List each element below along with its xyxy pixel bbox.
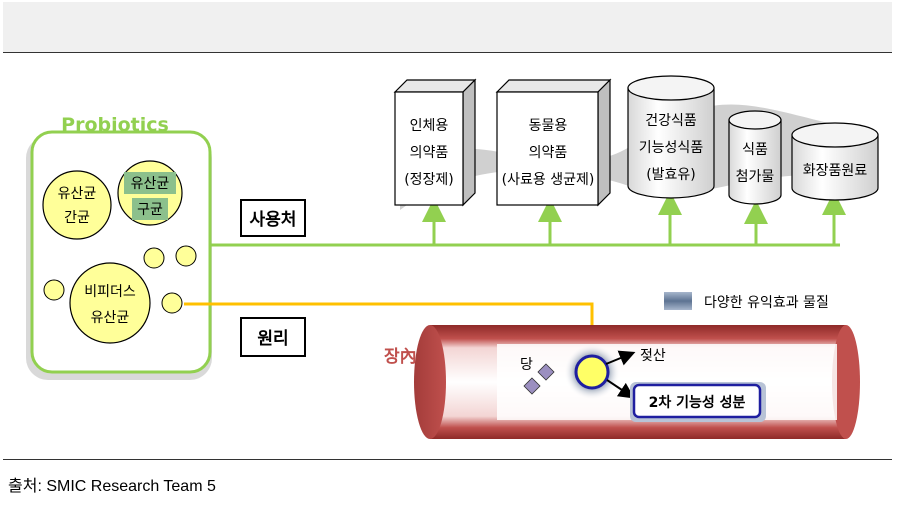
legend-swatch xyxy=(664,292,692,310)
bacillus-line1: 유산균 xyxy=(58,186,97,202)
product-cosmetic-material: 화장품원료 xyxy=(791,122,879,201)
svg-text:기능성식품: 기능성식품 xyxy=(639,140,704,156)
source-note: 출처: SMIC Research Team 5 xyxy=(8,478,216,495)
coccus-highlight xyxy=(124,172,176,194)
coccus-highlight-2 xyxy=(132,198,168,220)
secondary-box xyxy=(632,383,762,419)
bacteria-circle-bifido xyxy=(69,262,151,344)
bacteria-dot xyxy=(43,279,65,301)
svg-text:인체용: 인체용 xyxy=(410,118,449,134)
svg-text:식품: 식품 xyxy=(742,142,768,158)
svg-text:첨가물: 첨가물 xyxy=(736,169,775,185)
product-health-food: 건강식품 기능성식품 (발효유) xyxy=(627,75,715,199)
lactic-acid-label: 젖산 xyxy=(640,348,666,364)
bacteria-dot xyxy=(143,247,165,269)
coccus-line2: 구균 xyxy=(137,202,163,218)
svg-text:(정장제): (정장제) xyxy=(404,172,454,188)
svg-text:건강식품: 건강식품 xyxy=(645,113,697,129)
footer-divider xyxy=(3,459,892,460)
bifido-line2: 유산균 xyxy=(91,310,130,326)
legend-label: 다양한 유익효과 물질 xyxy=(704,295,829,311)
product-animal-medicine: 동물용 의약품 (사료용 생균제) xyxy=(495,78,612,207)
svg-text:화장품원료: 화장품원료 xyxy=(803,163,868,179)
svg-text:의약품: 의약품 xyxy=(529,145,568,161)
bacteria-circle-bacillus xyxy=(42,170,112,240)
svg-text:의약품: 의약품 xyxy=(410,145,449,161)
bifido-line1: 비피더스 xyxy=(84,284,136,300)
sugar-label: 당 xyxy=(520,357,533,373)
sugar-diamond xyxy=(537,363,555,381)
sugar-diamond xyxy=(523,377,541,395)
bacteria-dot xyxy=(175,245,197,267)
secondary-arrow xyxy=(606,379,635,399)
product-human-medicine: 인체용 의약품 (정장제) xyxy=(393,78,477,207)
secondary-label: 2차 기능성 성분 xyxy=(649,395,746,411)
coccus-line1: 유산균 xyxy=(131,176,170,192)
bacteria-cell xyxy=(574,354,610,390)
principle-label: 원리 xyxy=(257,329,288,349)
usage-label: 사용처 xyxy=(250,210,297,230)
probiotics-title: Probiotics xyxy=(61,114,169,136)
product-food-additive: 식품 첨가물 xyxy=(728,110,782,205)
lactic-arrow xyxy=(605,350,636,366)
bacillus-line2: 간균 xyxy=(64,210,90,226)
bacteria-dot xyxy=(161,292,183,314)
svg-text:(사료용 생균제): (사료용 생균제) xyxy=(502,172,595,188)
principle-label-box xyxy=(240,317,306,357)
svg-text:(발효유): (발효유) xyxy=(646,167,696,183)
usage-label-box xyxy=(240,199,306,237)
intestine-label: 장內 xyxy=(384,347,417,367)
header-bar xyxy=(3,2,892,53)
svg-text:동물용: 동물용 xyxy=(529,118,568,134)
